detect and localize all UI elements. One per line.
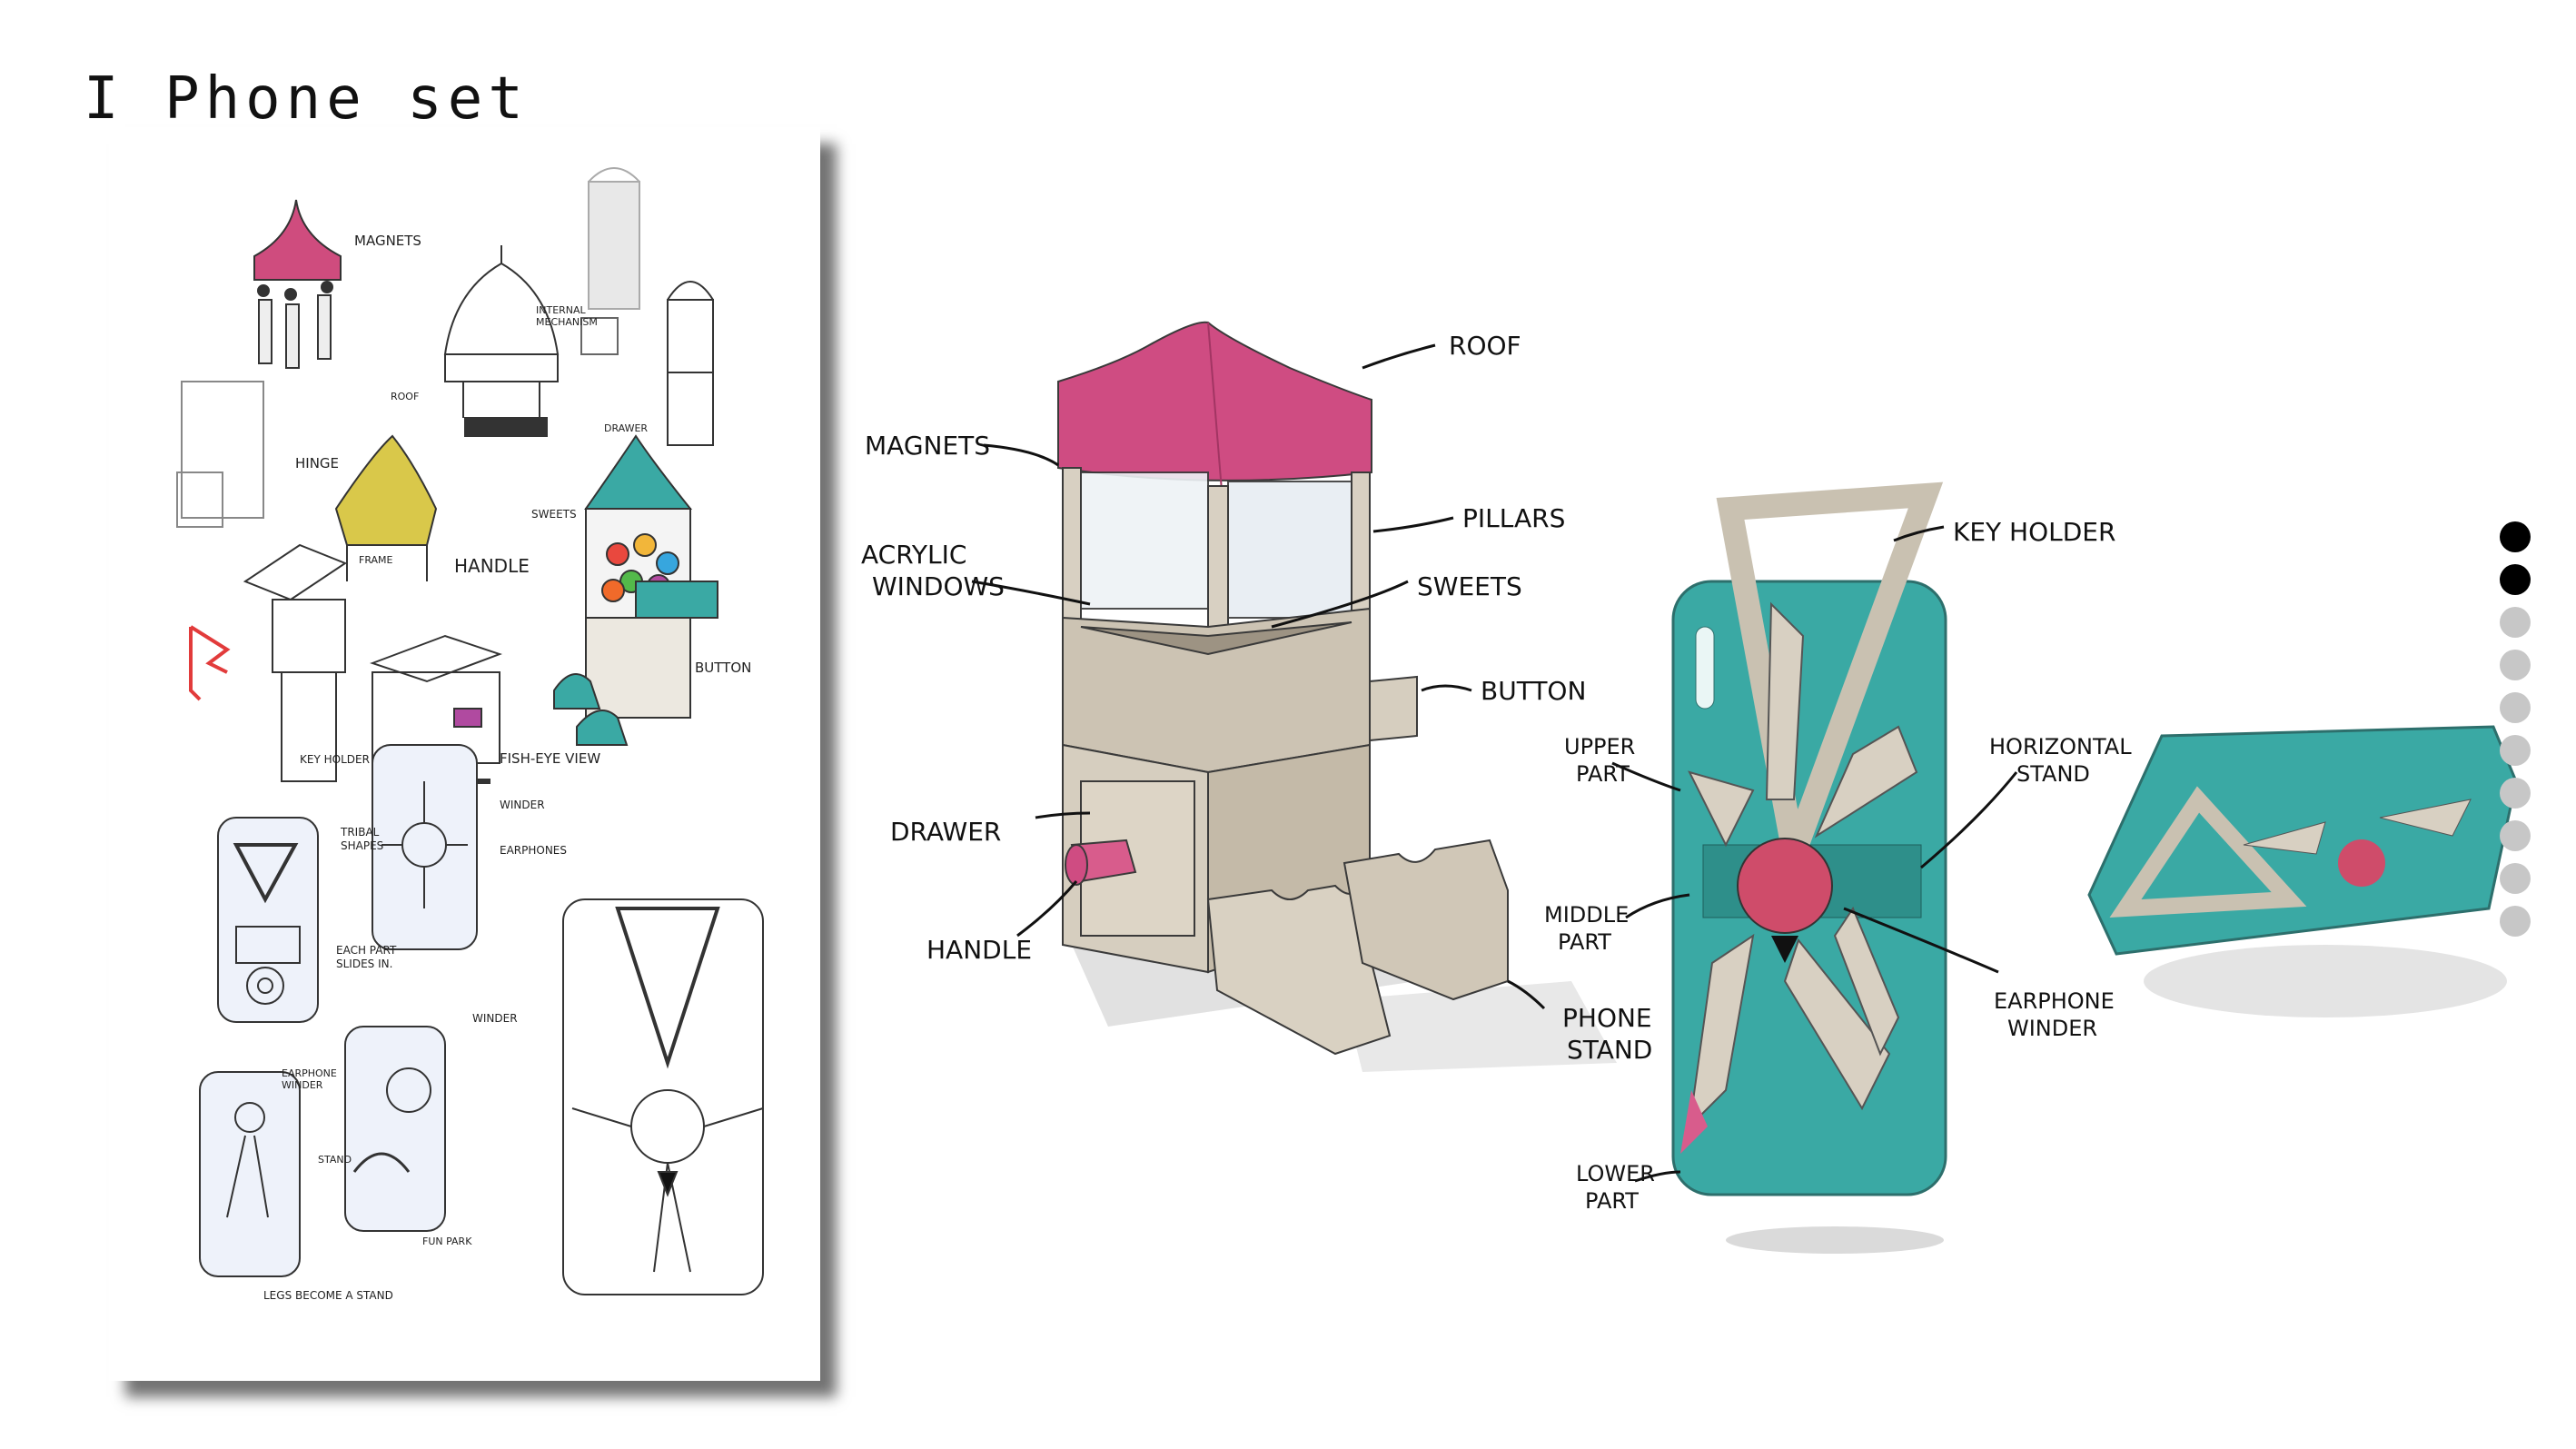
page-dot[interactable] <box>2500 735 2531 766</box>
label-earphone-2: WINDER <box>2007 1016 2097 1041</box>
page-dot[interactable] <box>2500 820 2531 851</box>
gumball-machine-render <box>1058 323 1508 1054</box>
label-key-holder: KEY HOLDER <box>1953 517 2115 547</box>
label-roof: ROOF <box>1449 331 1521 361</box>
page-dot[interactable] <box>2500 692 2531 723</box>
page-dot[interactable] <box>2500 650 2531 680</box>
label-acrylic-2: WINDOWS <box>872 571 1005 601</box>
page-dot[interactable] <box>2500 906 2531 937</box>
label-sweets: SWEETS <box>1417 571 1522 601</box>
label-upper-1: UPPER <box>1564 734 1635 759</box>
label-middle-1: MIDDLE <box>1544 902 1629 928</box>
label-lower-1: LOWER <box>1576 1161 1655 1186</box>
page-dot[interactable] <box>2500 607 2531 638</box>
label-horizontal-1: HORIZONTAL <box>1989 734 2132 759</box>
page-dot[interactable] <box>2500 564 2531 595</box>
label-handle: HANDLE <box>926 935 1032 965</box>
label-lower-2: PART <box>1585 1188 1639 1214</box>
label-pillars: PILLARS <box>1462 503 1565 533</box>
page-dot[interactable] <box>2500 521 2531 552</box>
label-phone-stand-1: PHONE <box>1562 1003 1652 1033</box>
label-horizontal-2: STAND <box>2016 761 2090 787</box>
page-indicator <box>2500 521 2532 948</box>
phone-case-render <box>1673 495 1946 1254</box>
label-upper-2: PART <box>1576 761 1630 787</box>
label-earphone-1: EARPHONE <box>1994 988 2115 1014</box>
page-dot[interactable] <box>2500 863 2531 894</box>
label-magnets: MAGNETS <box>865 431 990 461</box>
label-middle-2: PART <box>1558 929 1611 955</box>
label-button: BUTTON <box>1481 676 1586 706</box>
phone-stand-render <box>2089 727 2516 1017</box>
label-acrylic-1: ACRYLIC <box>861 540 966 570</box>
label-phone-stand-2: STAND <box>1567 1035 1652 1065</box>
label-drawer: DRAWER <box>890 817 1001 847</box>
page-dot[interactable] <box>2500 778 2531 809</box>
